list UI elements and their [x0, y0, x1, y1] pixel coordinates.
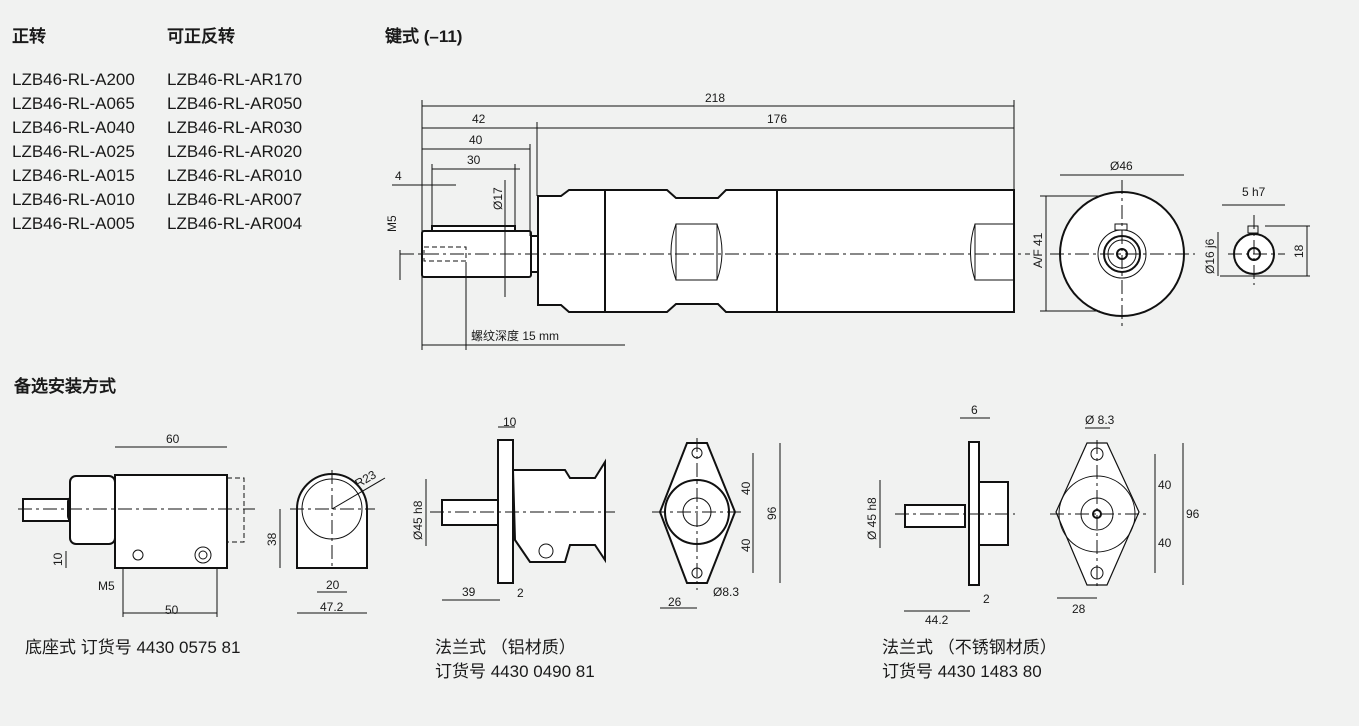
dim-ss-6: 6 [971, 403, 978, 417]
model-item: LZB46-RL-AR007 [167, 190, 303, 209]
dim-40: 40 [469, 133, 483, 147]
dim-alu-dia45: Ø45 h8 [411, 500, 425, 540]
dim-alu-hole: Ø8.3 [713, 585, 739, 599]
model-item: LZB46-RL-AR050 [167, 94, 303, 113]
forward-model-list: LZB46-RL-A200 LZB46-RL-A065 LZB46-RL-A04… [12, 68, 135, 236]
dim-alu-10: 10 [503, 415, 517, 429]
dim-body-length: 176 [767, 112, 787, 126]
dim-base-47: 47.2 [320, 600, 344, 614]
dim-key-width: 5 h7 [1242, 185, 1266, 199]
dim-alu-96: 96 [765, 506, 779, 520]
model-item: LZB46-RL-AR004 [167, 214, 303, 233]
dim-alu-2: 2 [517, 586, 524, 600]
dim-ss-2: 2 [983, 592, 990, 606]
dim-ss-40a: 40 [1158, 478, 1172, 492]
dim-alu-26: 26 [668, 595, 682, 609]
reversible-model-list: LZB46-RL-AR170 LZB46-RL-AR050 LZB46-RL-A… [167, 68, 302, 236]
dim-base-r23: R23 [353, 467, 379, 490]
main-end-view: Ø46 5 h7 Ø16 j6 18 [1040, 159, 1310, 330]
dim-thread-depth: 螺纹深度 15 mm [471, 328, 559, 343]
dim-ss-dia45: Ø 45 h8 [865, 497, 879, 540]
base-mount-drawing: 60 10 M5 50 R23 38 20 47.2 [18, 432, 386, 617]
caption-ss-order: 订货号 4430 1483 80 [882, 662, 1042, 681]
dim-alu-39: 39 [462, 585, 476, 599]
dim-across-flats: A/F 41 [1031, 232, 1045, 268]
model-item: LZB46-RL-AR020 [167, 142, 303, 161]
dim-body-diameter: Ø46 [1110, 159, 1133, 173]
dim-alu-40a: 40 [739, 481, 753, 495]
dim-base-m5: M5 [98, 579, 115, 593]
dim-base-20: 20 [326, 578, 340, 592]
dim-ss-hole: Ø 8.3 [1085, 413, 1115, 427]
heading-reversible: 可正反转 [167, 27, 235, 46]
dim-thread: M5 [385, 215, 399, 232]
dim-alu-40b: 40 [739, 538, 753, 552]
dim-base-38: 38 [265, 532, 279, 546]
dim-key-length: 30 [467, 153, 481, 167]
heading-keyed: 键式 (–11) [385, 27, 463, 46]
dim-base-50: 50 [165, 603, 179, 617]
dim-ss-28: 28 [1072, 602, 1086, 616]
dim-key-height: 18 [1292, 244, 1306, 258]
dim-key-offset: 4 [395, 169, 402, 183]
heading-mounting: 备选安装方式 [14, 377, 116, 396]
aluminum-flange-drawing: 10 Ø45 h8 39 2 40 40 96 26 Ø8.3 [411, 415, 781, 609]
model-item: LZB46-RL-A025 [12, 142, 135, 161]
dim-shaft-diameter: Ø17 [491, 187, 505, 210]
caption-alu-order: 订货号 4430 0490 81 [435, 662, 595, 681]
model-item: LZB46-RL-A065 [12, 94, 135, 113]
caption-alu-title: 法兰式 （铝材质） [435, 638, 576, 657]
model-item: LZB46-RL-A005 [12, 214, 135, 233]
caption-base-mount: 底座式 订货号 4430 0575 81 [25, 638, 241, 657]
dim-shaft-length: 42 [472, 112, 486, 126]
model-item: LZB46-RL-AR170 [167, 70, 303, 89]
model-item: LZB46-RL-AR030 [167, 118, 303, 137]
dim-shaft-fit: Ø16 j6 [1203, 238, 1217, 274]
heading-forward: 正转 [12, 27, 46, 46]
model-item: LZB46-RL-A015 [12, 166, 135, 185]
dim-ss-44: 44.2 [925, 613, 949, 627]
model-item: LZB46-RL-A040 [12, 118, 135, 137]
stainless-flange-drawing: 6 Ø 45 h8 2 44.2 Ø 8.3 40 40 96 28 [865, 403, 1200, 627]
model-item: LZB46-RL-A200 [12, 70, 135, 89]
dim-ss-40b: 40 [1158, 536, 1172, 550]
model-item: LZB46-RL-A010 [12, 190, 135, 209]
main-side-view: 218 42 176 40 30 4 Ø17 M5 螺纹深度 15 mm A/F… [385, 91, 1047, 350]
caption-ss-title: 法兰式 （不锈钢材质） [882, 638, 1057, 657]
model-item: LZB46-RL-AR010 [167, 166, 303, 185]
dim-ss-96: 96 [1186, 507, 1200, 521]
dim-total-length: 218 [705, 91, 725, 105]
dim-base-60: 60 [166, 432, 180, 446]
dim-base-10: 10 [51, 552, 65, 566]
